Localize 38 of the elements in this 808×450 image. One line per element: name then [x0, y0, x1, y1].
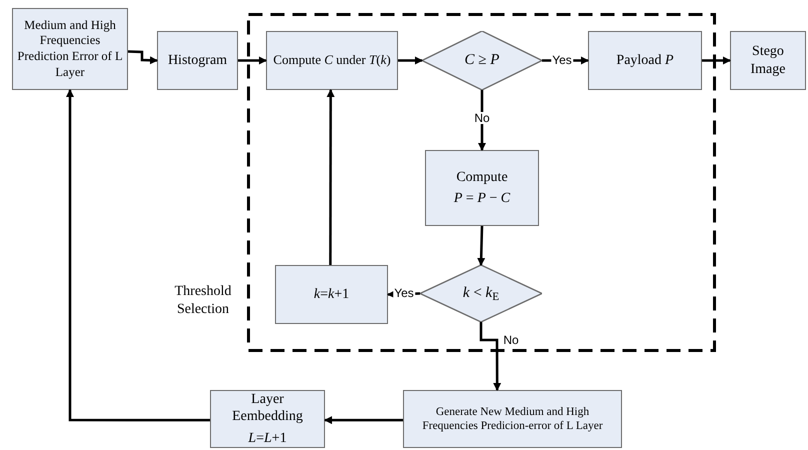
arrow	[480, 322, 502, 391]
process-box	[12, 8, 128, 90]
box-text: Payload P	[616, 52, 674, 70]
arrow	[128, 50, 158, 64]
edge-label: No	[473, 112, 491, 124]
box-text: k=k+1	[314, 286, 350, 304]
box-text: Histogram	[168, 52, 228, 70]
arrow	[326, 89, 335, 265]
box-text: Stego Image	[750, 43, 786, 78]
process-box	[730, 31, 806, 90]
decision-diamond	[420, 265, 542, 322]
arrow	[66, 89, 210, 422]
process-box	[403, 390, 622, 448]
region-caption: Threshold Selection	[174, 283, 232, 318]
process-box	[275, 265, 388, 324]
process-box	[588, 31, 702, 90]
decision-diamond	[422, 31, 542, 90]
arrow	[238, 56, 267, 64]
box-text: Medium and High Frequencies Prediction Error of L Layer	[17, 18, 123, 80]
process-box	[157, 31, 238, 90]
arrow	[398, 56, 423, 64]
box-text: L=L+1	[248, 430, 287, 448]
arrow	[702, 56, 731, 64]
process-box	[266, 31, 398, 90]
arrow	[324, 416, 403, 424]
arrow	[477, 226, 486, 266]
box-text: C ≥ P	[464, 51, 500, 70]
edge-label: Yes	[551, 54, 573, 66]
edge-label: No	[502, 334, 520, 346]
process-box	[425, 150, 539, 226]
edge-label: Yes	[393, 287, 415, 299]
process-box	[210, 390, 325, 448]
box-heading: Layer Eembedding	[231, 390, 304, 426]
box-text: Compute C under T(k)	[273, 52, 391, 69]
box-heading: Compute	[456, 168, 508, 186]
box-text: P = P − C	[454, 190, 510, 208]
box-text: k < k$_{E}$	[462, 284, 500, 303]
box-text: Generate New Medium and High Frequencies Predicion-error of L Layer	[421, 404, 604, 434]
